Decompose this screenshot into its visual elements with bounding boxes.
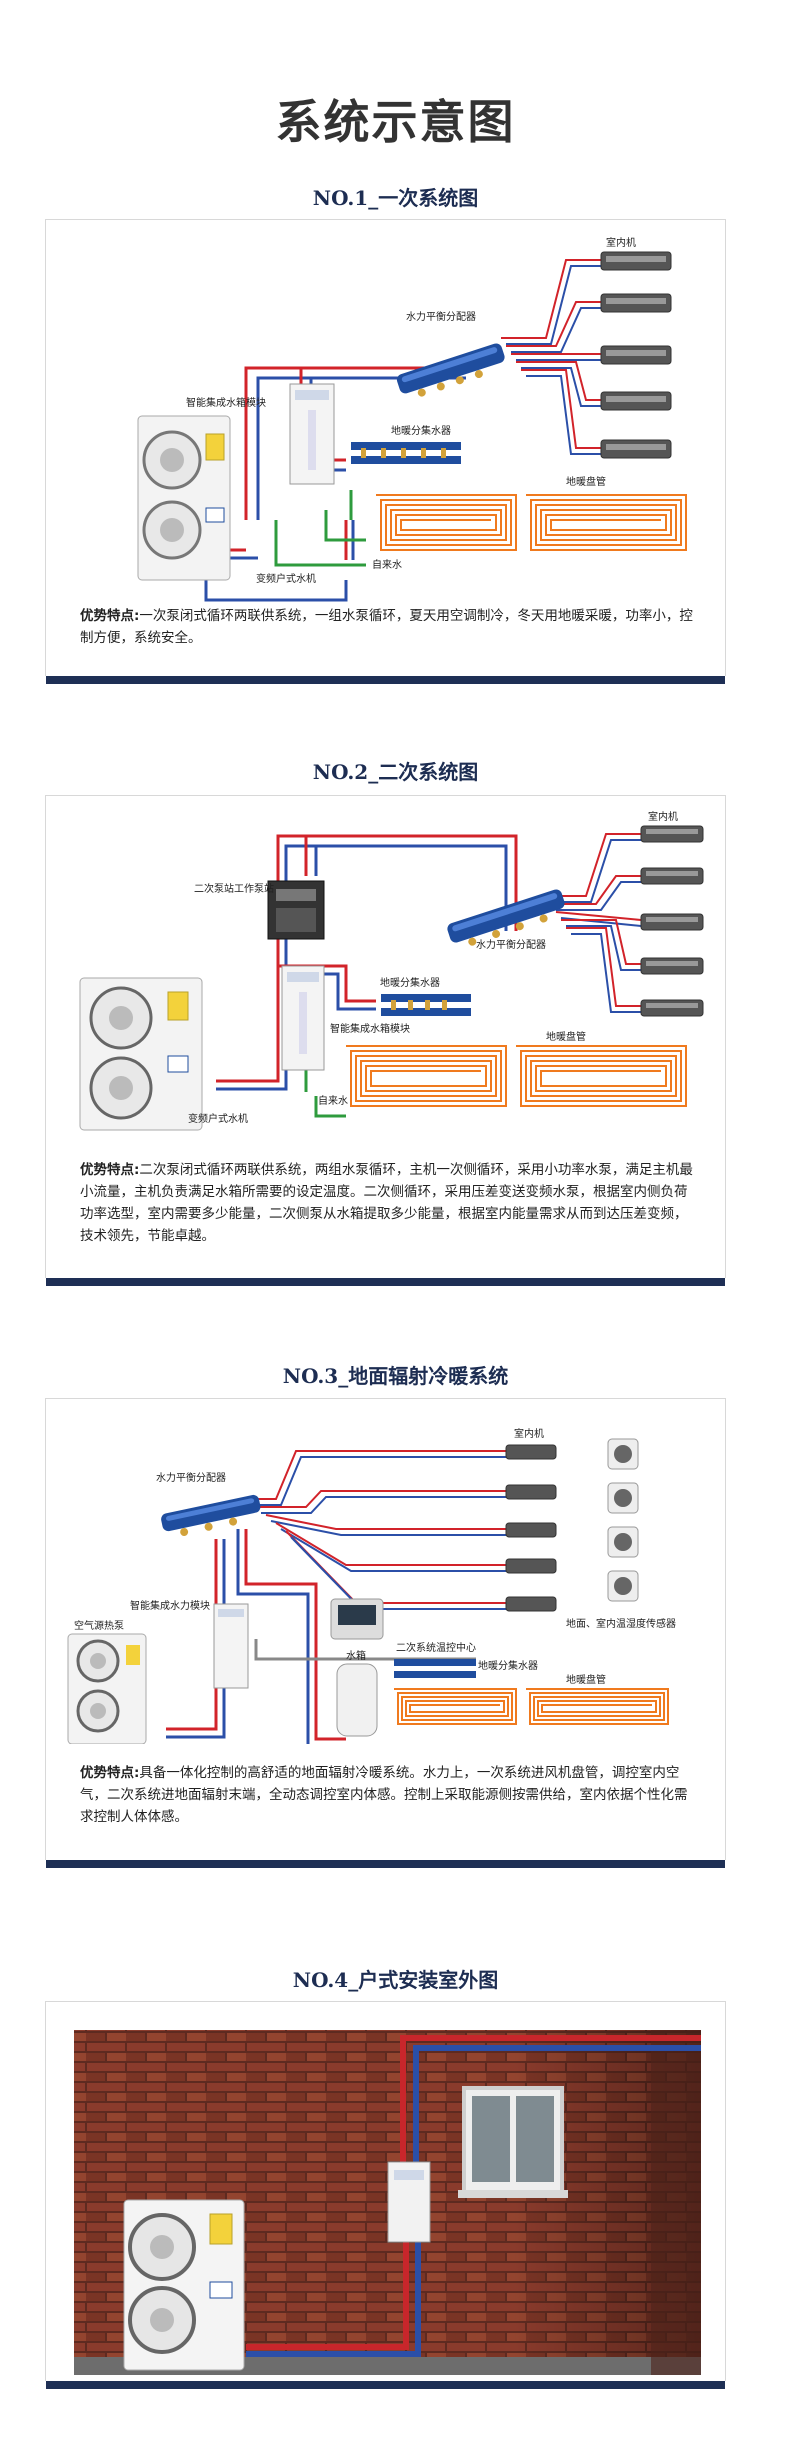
- label-smart-module: 智能集成水力模块: [130, 1599, 210, 1612]
- label-air-source: 空气源热泵: [74, 1619, 124, 1632]
- label-tap-water: 自来水: [372, 558, 402, 571]
- section-card-1: 室内机 水力平衡分配器 智能集成水箱模块 地暖分集水器 地暖盘管 自来水 变频户…: [45, 219, 726, 684]
- label-floor-coil: 地暖盘管: [566, 1673, 606, 1686]
- label-water-distributor: 水力平衡分配器: [476, 938, 546, 951]
- label-floor-coil: 地暖盘管: [546, 1030, 586, 1043]
- label-tap-water: 自来水: [318, 1094, 348, 1107]
- system-diagram-3: 水力平衡分配器 室内机 智能集成水力模块 空气源热泵 水箱 二次系统温控中心 地…: [67, 1427, 676, 1744]
- section-card-3: 水力平衡分配器 室内机 智能集成水力模块 空气源热泵 水箱 二次系统温控中心 地…: [45, 1398, 726, 1868]
- card-bottom-bar: [46, 1278, 725, 1286]
- section-title-3: NO.3_地面辐射冷暖系统: [282, 1364, 509, 1388]
- label-vfd-unit: 变频户式水机: [188, 1112, 248, 1125]
- system-diagram-1: 室内机 水力平衡分配器 智能集成水箱模块 地暖分集水器 地暖盘管 自来水 变频户…: [137, 236, 687, 602]
- outdoor-install-illustration: [74, 2030, 701, 2375]
- label-indoor-unit: 室内机: [648, 810, 678, 823]
- label-secondary-center: 二次系统温控中心: [396, 1641, 476, 1654]
- label-water-distributor: 水力平衡分配器: [156, 1471, 226, 1484]
- label-floor-manifold: 地暖分集水器: [391, 424, 451, 437]
- label-vfd-unit: 变频户式水机: [256, 572, 316, 585]
- label-smart-module: 智能集成水箱模块: [186, 396, 266, 409]
- label-temp-sensor: 地面、室内温湿度传感器: [566, 1617, 676, 1630]
- page-title: 系统示意图: [275, 95, 516, 149]
- label-floor-coil: 地暖盘管: [566, 475, 606, 488]
- advantage-text-3: 优势特点:具备一体化控制的高舒适的地面辐射冷暖系统。水力上，一次系统进风机盘管，…: [80, 1765, 688, 1825]
- label-secondary-station: 二次泵站工作泵站: [194, 882, 274, 895]
- section-card-4: [45, 2001, 726, 2389]
- label-floor-manifold: 地暖分集水器: [478, 1659, 538, 1672]
- card-bottom-bar: [46, 2381, 725, 2389]
- label-floor-manifold: 地暖分集水器: [380, 976, 440, 989]
- section-card-2: 室内机 二次泵站工作泵站 水力平衡分配器 地暖分集水器 智能集成水箱模块 自来水…: [45, 795, 726, 1286]
- card-bottom-bar: [46, 1860, 725, 1868]
- section-title-1: NO.1_一次系统图: [312, 186, 479, 210]
- system-diagram-2: 室内机 二次泵站工作泵站 水力平衡分配器 地暖分集水器 智能集成水箱模块 自来水…: [79, 810, 704, 1131]
- label-indoor-unit: 室内机: [514, 1427, 544, 1440]
- label-water-distributor: 水力平衡分配器: [406, 310, 476, 323]
- label-water-tank: 水箱: [346, 1649, 366, 1662]
- section-title-4: NO.4_户式安装室外图: [292, 1968, 499, 1992]
- section-title-2: NO.2_二次系统图: [312, 760, 479, 784]
- card-bottom-bar: [46, 676, 725, 684]
- label-smart-module: 智能集成水箱模块: [330, 1022, 410, 1035]
- advantage-text-1: 优势特点:一次泵闭式循环两联供系统，一组水泵循环，夏天用空调制冷，冬天用地暖采暖…: [80, 608, 693, 646]
- label-indoor-unit: 室内机: [606, 236, 636, 249]
- advantage-text-2: 优势特点:二次泵闭式循环两联供系统，两组水泵循环，主机一次侧循环，采用小功率水泵…: [80, 1162, 693, 1244]
